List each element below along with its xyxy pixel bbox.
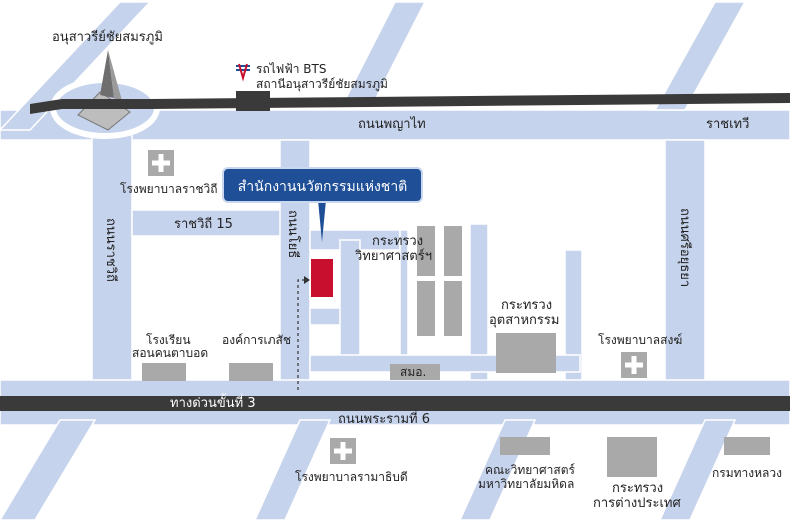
buildings: [142, 226, 770, 477]
ratchathewi-label: ราชเทวี: [706, 117, 750, 132]
mahidol-label-2: มหาวิทยาลัยมหิดล: [478, 477, 575, 491]
building-tisi: [390, 364, 440, 380]
target-building-marker: [309, 257, 335, 299]
ministry-sci-label-2: วิทยาศาสตร์ฯ: [355, 249, 432, 264]
highways-label: กรมทางหลวง: [712, 466, 782, 480]
building-ministry-sci-1: [417, 226, 435, 276]
gpo-label: องค์การเภสัช: [222, 333, 292, 347]
priest-hospital-label: โรงพยาบาลสงฆ์: [598, 333, 683, 347]
bts-station-block: [236, 91, 270, 111]
route-arrow-icon: [304, 276, 310, 284]
hospital-priest-icon: [621, 352, 647, 378]
mahidol-label-1: คณะวิทยาศาสตร์: [485, 463, 575, 477]
building-mahidol: [500, 437, 550, 455]
diagonal-road-top-right: [653, 1, 747, 111]
building-ministry-sci-2: [444, 226, 462, 276]
mfa-label-2: การต่างประเทศ: [593, 496, 681, 511]
diagonal-road-bottom-left: [0, 419, 97, 521]
route-dotted-line: [297, 279, 306, 390]
rama6-label: ถนนพระรามที่ 6: [338, 412, 431, 427]
building-school-blind: [142, 363, 186, 381]
expressway-3: [0, 396, 790, 411]
diagonal-road-bottom-right: [658, 419, 737, 521]
phaya-thai-road: [0, 109, 790, 141]
bts-label-line1: รถไฟฟ้า BTS: [256, 62, 327, 76]
ministry-ind-label-1: กระทรวง: [501, 298, 553, 313]
phaya-thai-main-road: [30, 93, 790, 114]
building-highways: [724, 437, 770, 455]
building-ministry-sci-4: [444, 281, 462, 336]
ministry-ind-label-2: อุตสาหกรรม: [489, 313, 560, 328]
ministry-sci-label-1: กระทรวง: [372, 234, 424, 249]
monument-label: อนุสาวรีย์ชัยสมรภูมิ: [52, 30, 163, 45]
bts-label-line2: สถานีอนุสาวรีย์ชัยสมรภูมิ: [256, 77, 388, 91]
building-mfa: [607, 437, 657, 477]
rama-hospital-label: โรงพยาบาลรามาธิบดี: [295, 470, 408, 484]
building-gpo: [229, 363, 273, 381]
hospital-rajavithi-icon: [148, 150, 174, 176]
phaya-thai-label: ถนนพญาไท: [358, 117, 426, 132]
school-blind-label-2: สอนคนตาบอด: [132, 346, 209, 360]
target-callout: สำนักงานนวัตกรรมแห่งชาติ: [222, 167, 423, 203]
diagonal-road-top-left: [0, 1, 152, 131]
tisi-label: สมอ.: [400, 365, 427, 379]
expressway-label: ทางด่วนขั้นที่ 3: [170, 396, 256, 411]
hospital-rama-icon: [330, 438, 356, 464]
building-ministry-sci-3: [417, 281, 435, 336]
bts-logo-icon: [235, 63, 251, 82]
school-blind-label-1: โรงเรียน: [146, 333, 191, 347]
diagonal-road-bottom-mid-1: [253, 419, 332, 521]
rajavithi-hospital-label: โรงพยาบาลราชวิถี: [120, 182, 218, 196]
ratchawithi-road-label: ถนนราชวิถี: [103, 218, 118, 282]
callout-pointer: [318, 200, 326, 242]
inner-road-6: [564, 249, 583, 396]
mfa-label-1: กระทรวง: [612, 481, 664, 496]
ratchawithi15-label: ราชวิถี 15: [174, 217, 233, 232]
sri-ayutthaya-label: ถนนศรีอยุธยา: [677, 208, 692, 288]
building-ministry-industry: [496, 333, 556, 373]
yothi-road-label: ถนนโยธี: [285, 210, 300, 259]
